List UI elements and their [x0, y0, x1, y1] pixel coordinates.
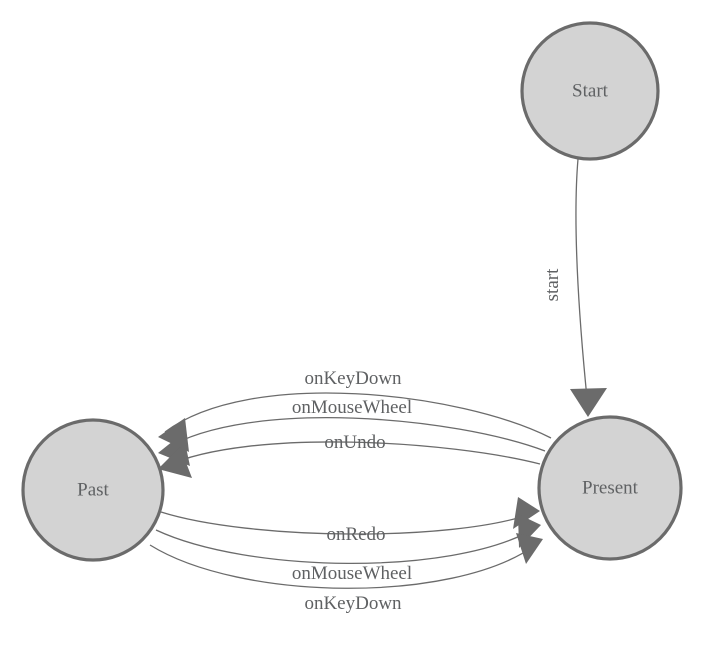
node-start[interactable]: Start [520, 21, 660, 161]
edge-line-present-to-past-onundo [165, 441, 541, 467]
edge-present-to-past-onundo[interactable] [158, 441, 541, 478]
edge-line-past-to-present-onmousewheel [155, 529, 533, 565]
edge-line-present-to-past-onmousewheel [164, 417, 546, 452]
edge-label-start-to-present: start [542, 268, 563, 301]
node-circle-present[interactable] [537, 415, 683, 561]
edge-line-present-to-past-onkeydown [164, 392, 552, 439]
edge-line-past-to-present-onredo [160, 511, 532, 535]
edge-label-present-to-past-onundo: onUndo [324, 432, 385, 453]
arrowhead-icon [516, 533, 543, 564]
node-label-start: Start [572, 80, 609, 101]
edge-start-to-present[interactable] [570, 158, 607, 417]
edge-line-past-to-present-onkeydown [149, 544, 535, 589]
edge-past-to-present-onkeydown[interactable] [149, 533, 543, 589]
edge-line-start-to-present [575, 158, 589, 409]
node-label-past: Past [77, 479, 109, 500]
edges-layer [149, 158, 607, 589]
node-circle-start[interactable] [520, 21, 660, 161]
edge-label-present-to-past-onkeydown: onKeyDown [304, 368, 402, 389]
edge-label-past-to-present-onkeydown: onKeyDown [304, 593, 402, 614]
node-circle-past[interactable] [21, 418, 165, 562]
node-past[interactable]: Past [21, 418, 165, 562]
edge-label-past-to-present-onredo: onRedo [326, 524, 385, 545]
edge-label-present-to-past-onmousewheel: onMouseWheel [292, 397, 412, 418]
node-label-present: Present [582, 477, 639, 498]
arrowhead-icon [570, 388, 607, 417]
edge-labels-layer: start onKeyDown onMouseWheel onUndo onRedo on… [292, 268, 563, 614]
arrowhead-icon [158, 447, 192, 478]
edge-label-past-to-present-onmousewheel: onMouseWheel [292, 563, 412, 584]
node-present[interactable]: Present [537, 415, 683, 561]
